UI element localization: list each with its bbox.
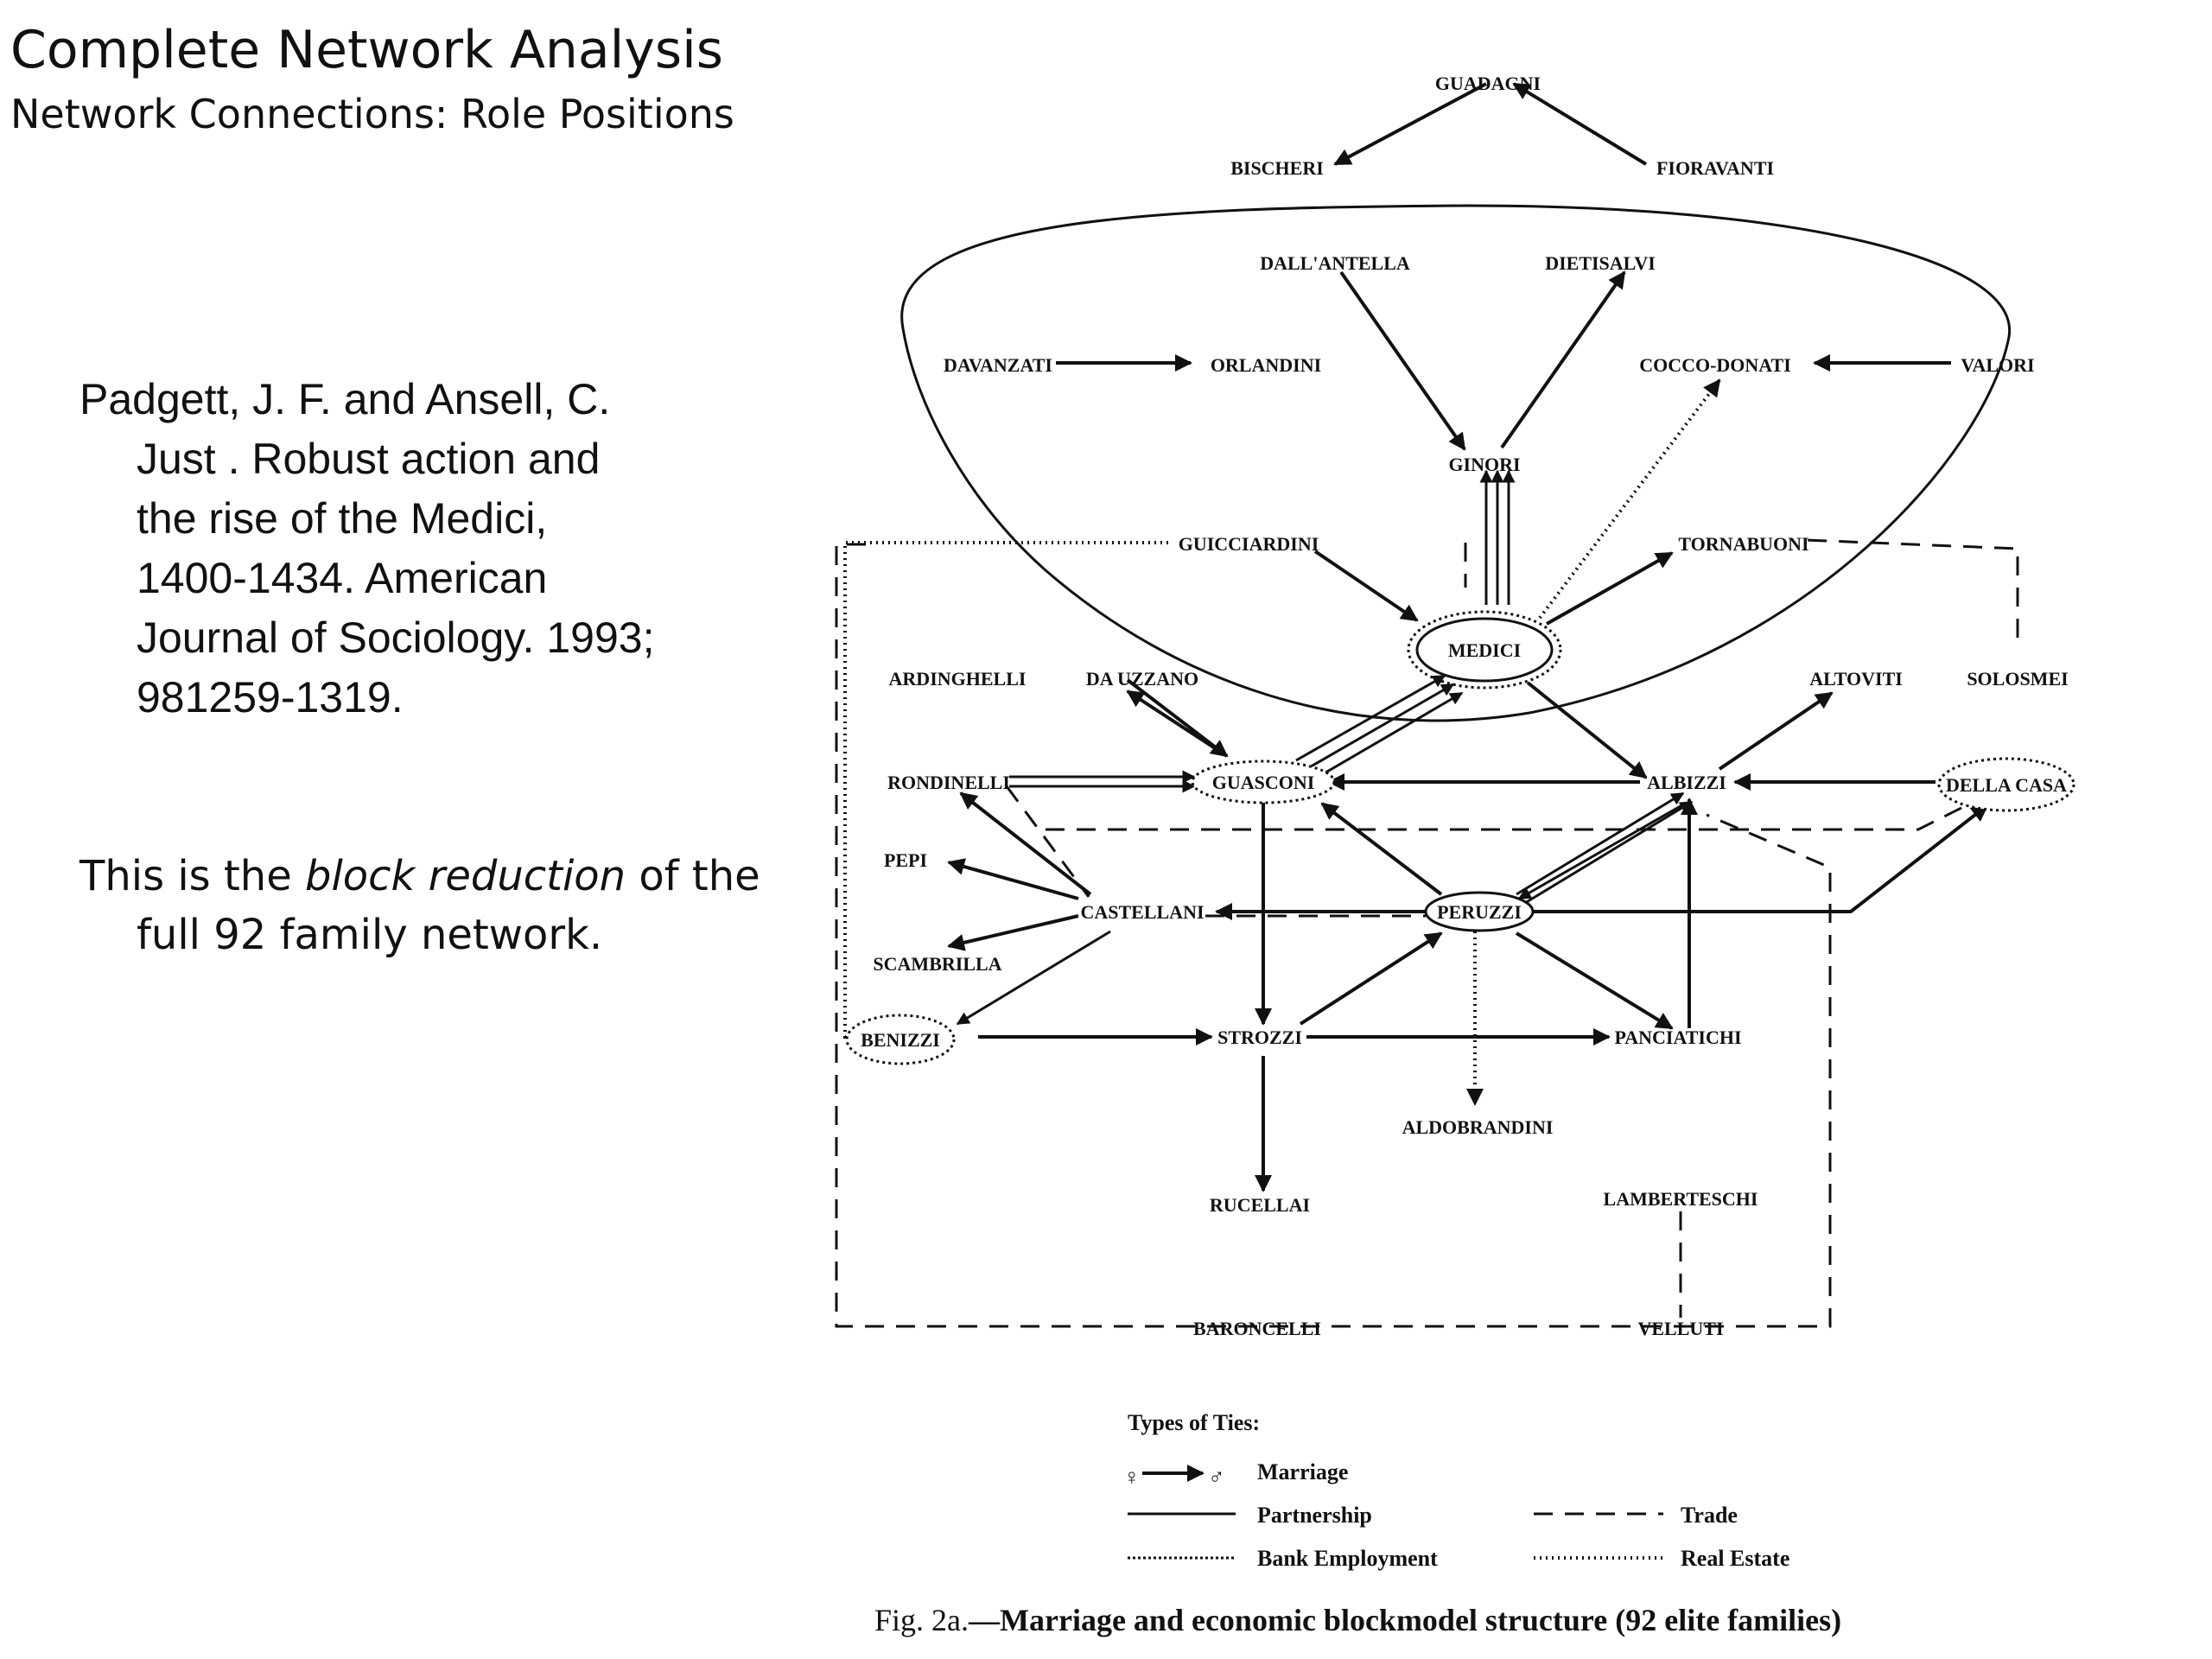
node-lamberteschi: LAMBERTESCHI (1604, 1188, 1758, 1210)
node-tornabuoni: TORNABUONI (1678, 533, 1808, 555)
node-aldobrandini: ALDOBRANDINI (1402, 1116, 1554, 1138)
slide-subtitle: Network Connections: Role Positions (10, 91, 734, 137)
legend-partnership: Partnership (1257, 1503, 1372, 1528)
node-castellani: CASTELLANI (1080, 901, 1204, 923)
node-strozzi: STROZZI (1217, 1027, 1302, 1048)
trade-dellacasa (1805, 538, 2019, 638)
node-ginori: GINORI (1448, 454, 1520, 475)
realestate-medici-cocco (1538, 378, 1721, 620)
node-dauzzano: DA UZZANO (1086, 668, 1198, 690)
dellacasa-node-outline (1937, 757, 2075, 812)
marriage-ties (947, 82, 1989, 1192)
partnership-ties (956, 469, 1694, 1026)
legend-male-symbol: ♂ (1208, 1465, 1225, 1490)
benizzi-node-outline (845, 1014, 956, 1065)
medici-node-outline (1415, 617, 1554, 683)
node-guicciardini: GUICCIARDINI (1179, 533, 1319, 555)
caption-prefix: Fig. 2a. (874, 1603, 969, 1637)
block-reduction-note: This is the block reduction of the full … (79, 847, 805, 964)
node-panciatichi: PANCIATICHI (1614, 1027, 1741, 1048)
trade-albizzi-dellacasa (1046, 802, 1971, 831)
peruzzi-node-outline (1424, 891, 1535, 932)
citation-line: 1400-1434. American (137, 554, 548, 602)
note-emphasis: block reduction (304, 852, 626, 900)
node-bischeri: BISCHERI (1230, 157, 1324, 179)
legend: Types of Ties: ♀ ♂ Marriage Partnership … (1123, 1410, 1789, 1571)
node-benizzi: BENIZZI (861, 1029, 940, 1051)
medici-node-outline-outer (1407, 610, 1562, 690)
node-davanzati: DAVANZATI (944, 354, 1052, 376)
legend-bank: Bank Employment (1257, 1546, 1438, 1571)
node-orlandini: ORLANDINI (1211, 354, 1321, 376)
trade-rondinelli-castellani (1005, 785, 1090, 898)
node-peruzzi: PERUZZI (1437, 901, 1522, 923)
node-altoviti: ALTOVITI (1809, 668, 1903, 690)
citation-line: Padgett, J. F. and Ansell, C. (79, 375, 611, 423)
node-rucellai: RUCELLAI (1210, 1194, 1310, 1216)
node-valori: VALORI (1961, 354, 2034, 376)
node-dietisalvi: DIETISALVI (1545, 252, 1656, 274)
legend-trade: Trade (1681, 1503, 1738, 1528)
node-pepi: PEPI (884, 849, 927, 871)
node-dellacasa: DELLA CASA (1946, 774, 2067, 796)
citation-line: Just . Robust action and (137, 435, 601, 483)
slide-title: Complete Network Analysis (10, 20, 724, 80)
note-text: This is the (79, 852, 305, 900)
note-text: of the (626, 852, 760, 900)
node-scambrilla: SCAMBRILLA (873, 953, 1001, 975)
node-velluti: VELLUTI (1637, 1318, 1723, 1339)
node-albizzi: ALBIZZI (1647, 772, 1726, 793)
note-line-2: full 92 family network. (137, 911, 603, 959)
note-line-1: This is the block reduction of the (79, 847, 805, 906)
figure-caption: Fig. 2a.—Marriage and economic blockmode… (874, 1603, 1841, 1637)
guasconi-node-outline (1191, 760, 1336, 804)
node-rondinelli: RONDINELLI (887, 772, 1010, 793)
citation-text: Padgett, J. F. and Ansell, C. Just . Rob… (79, 370, 788, 728)
realestate-frame (843, 541, 1168, 1039)
legend-title: Types of Ties: (1128, 1410, 1260, 1435)
node-fioravanti: FIORAVANTI (1656, 157, 1774, 179)
node-coccodonati: COCCO-DONATI (1639, 354, 1791, 376)
legend-marriage: Marriage (1257, 1459, 1348, 1484)
caption-text: —Marriage and economic blockmodel struct… (968, 1603, 1841, 1637)
node-solosmei: SOLOSMEI (1967, 668, 2068, 690)
node-dallantella: DALL'ANTELLA (1260, 252, 1410, 274)
medici-block-oval (900, 204, 2012, 722)
node-ardinghelli: ARDINGHELLI (889, 668, 1027, 690)
node-baroncelli: BARONCELLI (1193, 1318, 1321, 1339)
node-guadagni: GUADAGNI (1435, 73, 1541, 94)
legend-female-symbol: ♀ (1123, 1465, 1141, 1490)
legend-realestate: Real Estate (1681, 1546, 1789, 1571)
trade-frame (835, 543, 1832, 1328)
citation-line: the rise of the Medici, (137, 494, 548, 543)
node-medici: MEDICI (1448, 639, 1521, 661)
citation-line: 981259-1319. (137, 673, 404, 721)
node-guasconi: GUASCONI (1212, 772, 1315, 793)
citation-line: Journal of Sociology. 1993; (137, 613, 655, 662)
